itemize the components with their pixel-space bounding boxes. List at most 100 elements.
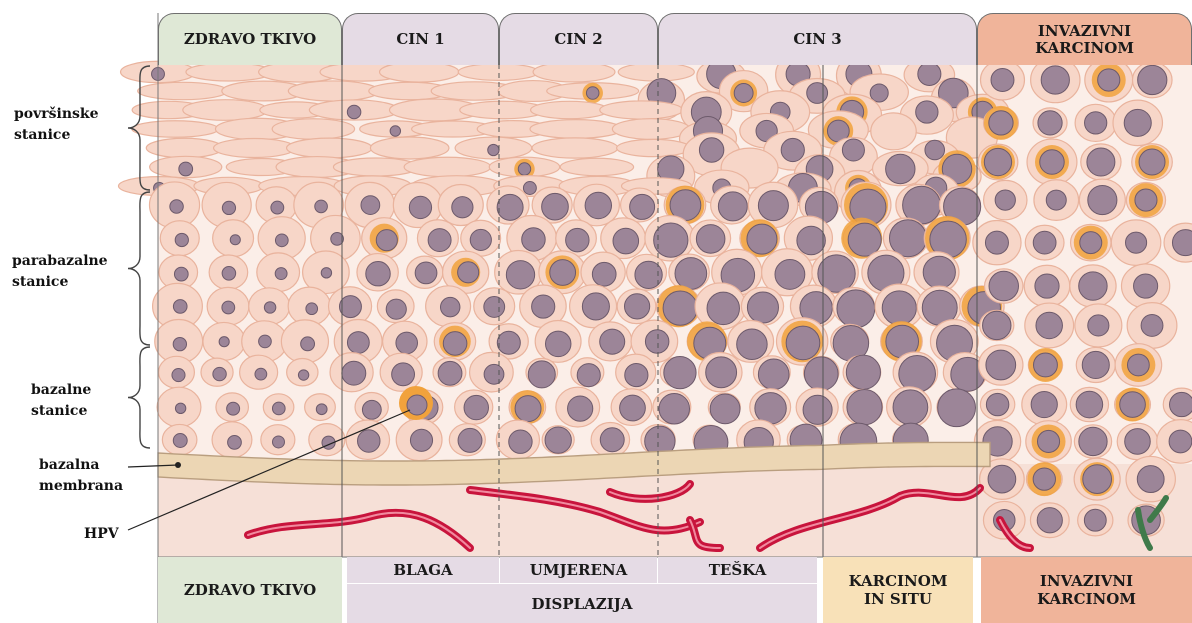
cell-nucleus: [438, 361, 462, 385]
cell-nucleus: [298, 370, 308, 380]
cell-nucleus: [1041, 66, 1069, 94]
cell-nucleus: [306, 303, 318, 315]
cell-nucleus: [664, 357, 696, 389]
surface-cell: [458, 64, 538, 81]
cell-nucleus: [366, 261, 390, 285]
cell-nucleus: [837, 290, 875, 328]
surface-cell: [214, 139, 296, 158]
cell-nucleus: [347, 332, 369, 354]
cell-nucleus: [775, 259, 805, 289]
header-cin1: CIN 1: [342, 13, 499, 65]
cell-nucleus: [174, 267, 188, 281]
cell-nucleus: [272, 436, 284, 448]
surface-cell: [533, 62, 615, 82]
surface-cell: [618, 63, 694, 81]
cell-nucleus: [663, 291, 697, 325]
cell-nucleus: [358, 430, 380, 452]
cell-nucleus: [995, 190, 1015, 210]
label-povrsinske-line1: površinske: [14, 104, 99, 125]
cell-nucleus: [1037, 508, 1062, 533]
cell-nucleus: [1079, 427, 1107, 455]
cell-nucleus: [989, 111, 1013, 135]
cell-nucleus: [458, 428, 482, 452]
cell-nucleus: [173, 434, 187, 448]
cell-nucleus: [170, 200, 183, 213]
cell-nucleus: [758, 191, 788, 221]
cell-nucleus: [1141, 315, 1163, 337]
cell-nucleus: [781, 138, 804, 161]
footer-displazija: DISPLAZIJA: [347, 584, 817, 623]
label-hpv: HPV: [84, 524, 119, 545]
footer-umjerena-label: UMJERENA: [530, 561, 627, 579]
cell-nucleus: [1138, 65, 1167, 94]
label-parabazalne-line2: stanice: [12, 272, 108, 293]
footer-displazija-label: DISPLAZIJA: [531, 595, 632, 613]
cell-nucleus: [568, 396, 593, 421]
cell-nucleus: [747, 292, 778, 323]
cell-nucleus: [659, 393, 690, 424]
cell-nucleus: [213, 367, 226, 380]
cell-nucleus: [301, 337, 315, 351]
cell-nucleus: [222, 201, 235, 214]
cell-nucleus: [316, 404, 327, 415]
label-hpv-text: HPV: [84, 524, 119, 545]
cell-nucleus: [755, 393, 786, 424]
cell-nucleus: [925, 140, 945, 160]
cell-nucleus: [847, 390, 882, 425]
surface-cell: [871, 113, 916, 150]
footer-insitu-line2: IN SITU: [864, 590, 932, 608]
cell-nucleus: [620, 395, 646, 421]
cell-nucleus: [1031, 391, 1057, 417]
cell-nucleus: [219, 337, 229, 347]
cell-nucleus: [1087, 148, 1115, 176]
footer-karcinom-in-situ: KARCINOM IN SITU: [823, 557, 973, 623]
cell-nucleus: [230, 235, 240, 245]
cell-nucleus: [989, 271, 1018, 300]
cell-nucleus: [515, 396, 541, 422]
cell-nucleus: [339, 296, 361, 318]
label-membrana-line2: membrana: [39, 476, 123, 497]
cell-nucleus: [804, 357, 838, 391]
cell-nucleus: [222, 267, 236, 281]
cell-nucleus: [600, 428, 624, 452]
header-cin3-label: CIN 3: [793, 31, 841, 48]
surface-cell: [617, 139, 691, 156]
header-cin1-label: CIN 1: [396, 31, 444, 48]
header-cin2-label: CIN 2: [554, 31, 602, 48]
cell-nucleus: [592, 262, 616, 286]
label-bazalne-line2: stanice: [31, 401, 91, 422]
cell-nucleus: [361, 196, 380, 215]
cell-nucleus: [882, 291, 916, 325]
cell-nucleus: [321, 268, 331, 278]
label-parabazalne-stanice: parabazalne stanice: [12, 251, 108, 293]
header-invazivni-line1: INVAZIVNI: [1038, 23, 1131, 40]
footer-blaga: BLAGA: [347, 557, 499, 583]
cell-nucleus: [522, 228, 546, 252]
cell-nucleus: [497, 331, 520, 354]
label-membrana-line1: bazalna: [39, 455, 123, 476]
cell-nucleus: [1038, 111, 1062, 135]
cell-nucleus: [1125, 429, 1151, 455]
cell-nucleus: [870, 84, 888, 102]
cell-nucleus: [484, 364, 504, 384]
cell-nucleus: [566, 228, 589, 251]
cell-nucleus: [1079, 272, 1107, 300]
cell-nucleus: [797, 226, 825, 254]
layer-bracket: [128, 347, 150, 448]
cell-nucleus: [1098, 69, 1120, 91]
cell-nucleus: [600, 329, 625, 354]
cell-nucleus: [923, 256, 955, 288]
cell-nucleus: [410, 429, 432, 451]
cell-nucleus: [488, 144, 499, 155]
cell-nucleus: [737, 329, 768, 360]
cell-nucleus: [1088, 186, 1117, 215]
cell-nucleus: [699, 138, 723, 162]
cell-nucleus: [1084, 509, 1106, 531]
cell-nucleus: [645, 330, 668, 353]
cell-nucleus: [613, 228, 639, 254]
cell-nucleus: [988, 465, 1016, 493]
cell-nucleus: [654, 223, 688, 257]
cell-nucleus: [275, 234, 288, 247]
cell-nucleus: [428, 229, 451, 252]
cell-nucleus: [1139, 149, 1165, 175]
